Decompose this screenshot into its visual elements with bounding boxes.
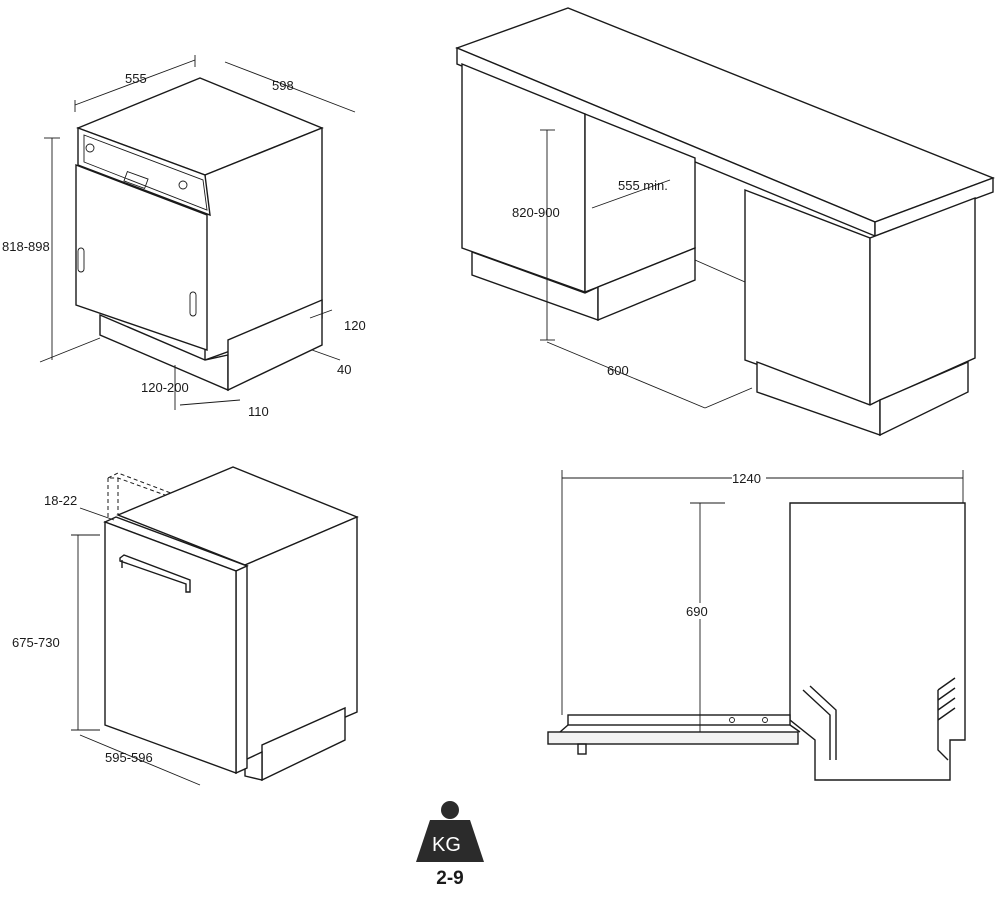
label-width-598: 598 <box>272 78 294 93</box>
worktop-side-edge <box>874 176 994 238</box>
power-knob-icon <box>85 143 95 153</box>
label-offset-110: 110 <box>248 404 269 419</box>
label-door-height-690: 690 <box>686 604 708 619</box>
label-depth-555: 555 <box>125 71 147 86</box>
control-panel <box>77 126 211 217</box>
weight-unit-kg: KG <box>432 834 461 856</box>
plinth-side <box>227 298 323 392</box>
label-panel-height-675-730: 675-730 <box>12 635 60 650</box>
label-plinth-40: 40 <box>337 362 351 377</box>
dim-line-niche-width <box>546 341 706 409</box>
vent-slots <box>937 677 956 761</box>
cabinet-side-profile <box>789 502 966 781</box>
label-panel-width-595-596: 595-596 <box>105 750 153 765</box>
label-total-depth-1240: 1240 <box>732 471 761 486</box>
door-foot <box>577 743 587 755</box>
door-handle-right <box>189 291 197 317</box>
open-door-panel <box>547 731 799 745</box>
display-window <box>123 170 149 190</box>
diagram-side-view-open-door: 1240 690 <box>547 470 966 781</box>
dim-line-panel-width <box>79 734 201 786</box>
hinge-bracket <box>802 689 831 760</box>
decor-panel-front <box>104 520 237 775</box>
label-height-818-898: 818-898 <box>2 239 50 254</box>
right-cabinet-side <box>869 196 976 407</box>
appliance-door <box>75 163 208 351</box>
label-adjust-120-200: 120-200 <box>141 380 189 395</box>
panel-handle <box>119 554 191 593</box>
weight-range-label: 2-9 <box>436 868 464 889</box>
diagram-semi-integrated-dimensions: 555 598 818-898 120 40 120-200 110 <box>2 55 366 419</box>
label-niche-height-820-900: 820-900 <box>512 205 560 220</box>
label-panel-thickness-18-22: 18-22 <box>44 493 77 508</box>
panel-side-edge <box>235 564 248 775</box>
diagram-decor-panel: 18-22 675-730 595-596 <box>12 466 359 786</box>
diagram-niche-installation: 820-900 555 min. 600 <box>455 7 995 437</box>
open-door-inner <box>567 714 791 726</box>
label-plinth-120: 120 <box>344 318 366 333</box>
dim-line-width <box>224 61 356 113</box>
label-niche-width-600: 600 <box>607 363 629 378</box>
label-niche-depth-555-min: 555 min. <box>618 178 668 193</box>
door-handle-left <box>77 247 85 273</box>
dim-line-niche-depth <box>591 179 671 209</box>
weight-icon: KG <box>416 801 484 862</box>
program-knob-icon <box>178 180 188 190</box>
dim-line-depth <box>74 59 196 106</box>
